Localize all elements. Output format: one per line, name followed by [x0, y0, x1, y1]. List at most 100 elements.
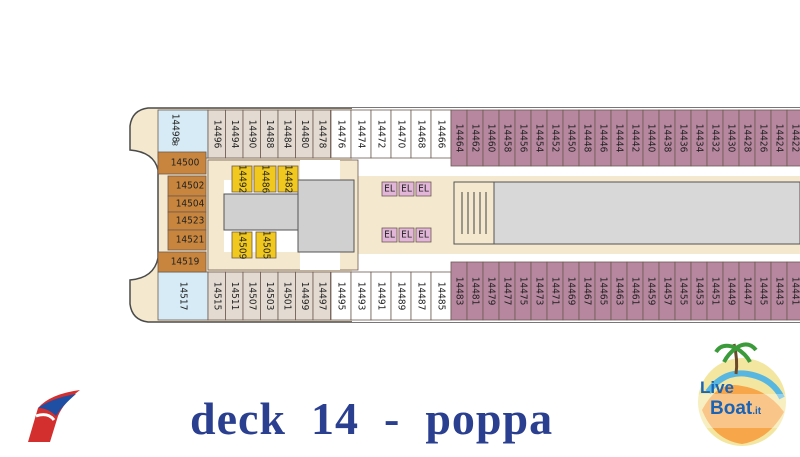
cabin-number: 14460	[486, 124, 497, 153]
cabin-number: 14422	[790, 124, 800, 153]
cabin-number: 14432	[710, 124, 721, 153]
cabin-number: 14489	[396, 282, 407, 311]
cabin-number: 14499	[299, 282, 310, 311]
cabin-number: 14495	[336, 282, 347, 311]
cabin-number: 14444	[614, 124, 625, 153]
elevator-label: EL	[401, 184, 412, 195]
liveboat-logo	[694, 342, 790, 446]
cabin-number: 14515	[211, 282, 222, 311]
elevator-bottom	[398, 227, 415, 243]
cabin-number: 14492	[237, 165, 248, 194]
cabin-number: 14462	[470, 124, 481, 153]
cabin-number: 14459	[646, 277, 657, 306]
liveboat-word-boat: Boat	[710, 398, 753, 419]
cabin-number: 14469	[566, 277, 577, 306]
cabin-number: 14443	[774, 277, 785, 306]
elevator-bottom	[415, 227, 432, 243]
cabin-number: 14457	[662, 277, 673, 306]
cabin-number: 14482	[283, 165, 294, 194]
elevator-bottom	[381, 227, 398, 243]
cabin-number: 14481	[470, 277, 481, 306]
cabin-number: 14468	[416, 120, 427, 149]
cabin-number: 14507	[246, 282, 257, 311]
cabin-number: 14505	[261, 231, 272, 260]
cabin-number: 14504	[176, 199, 205, 210]
cabin-number: 14430	[726, 124, 737, 153]
cabin-number: 14486	[260, 165, 271, 194]
cabin-number: 14463	[614, 277, 625, 306]
cabin-number: 14426	[758, 124, 769, 153]
cabin-number: 14523	[176, 216, 205, 227]
cabin-number: 14471	[550, 277, 561, 306]
suite-cabin	[157, 251, 207, 273]
cabin-number: 14447	[742, 277, 753, 306]
cabin-number: 14496	[211, 120, 222, 149]
suite-cabin	[167, 229, 207, 251]
elevator-top	[398, 181, 415, 197]
cabin-number: 14498	[170, 114, 181, 143]
cabin-number: 14453	[694, 277, 705, 306]
liveboat-wordmark: Live Boat.it	[700, 378, 761, 420]
elevator-top	[415, 181, 432, 197]
cabin-number: 14449	[726, 277, 737, 306]
balcony-bottom-cabin	[786, 261, 800, 321]
pool-extension	[297, 179, 355, 253]
cabin-number: 14466	[436, 120, 447, 149]
cabin-number: 14475	[518, 277, 529, 306]
cabin-number: 14503	[264, 282, 275, 311]
elevator-label: EL	[401, 230, 412, 241]
cabin-number: 14452	[550, 124, 561, 153]
cabin-number: 14448	[582, 124, 593, 153]
cabin-number: 14450	[566, 124, 577, 153]
cabin-number: 14502	[176, 181, 205, 192]
cabin-number: 14477	[502, 277, 513, 306]
interior-bottom-cabin	[312, 271, 331, 321]
cabin-number: 14478	[316, 120, 327, 149]
cabin-number: 14493	[356, 282, 367, 311]
cabin-number: 14458	[502, 124, 513, 153]
cabin-number: 14517	[178, 282, 189, 311]
cabin-number: 14488	[264, 120, 275, 149]
yellow-cabin-bottom	[231, 231, 253, 259]
cabin-number: 14470	[396, 120, 407, 149]
suite-cabin	[157, 151, 207, 175]
cabin-number: 14438	[662, 124, 673, 153]
cabin-number: 14483	[454, 277, 465, 306]
cabin-number: 14485	[436, 282, 447, 311]
cabin-number: 14474	[356, 120, 367, 149]
elevator-label: EL	[418, 230, 429, 241]
cabin-number: 14424	[774, 124, 785, 153]
cabin-number: 14497	[316, 282, 327, 311]
cabin-number: 14442	[630, 124, 641, 153]
cabin-number: 14445	[758, 277, 769, 306]
deck-title: deck 14 - poppa	[190, 393, 554, 444]
aft-corner-cabin-top	[157, 109, 209, 159]
cabin-number: 14490	[246, 120, 257, 149]
cabin-number: 14456	[518, 124, 529, 153]
cabin-number: 14451	[710, 277, 721, 306]
balcony-top-cabin	[786, 109, 800, 167]
interior-top-cabin	[312, 109, 331, 159]
yellow-cabin-bottom	[255, 231, 277, 259]
elevator-label: EL	[384, 184, 395, 195]
cabin-number: 14509	[237, 231, 248, 260]
yellow-cabin-top	[277, 165, 299, 193]
cabin-number: 14473	[534, 277, 545, 306]
cabin-number: 14494	[229, 120, 240, 149]
cabin-number: 14501	[281, 282, 292, 311]
cabin-number: 14472	[376, 120, 387, 149]
cabin-number: 14428	[742, 124, 753, 153]
cabin-number: 14436	[678, 124, 689, 153]
cabin-number: 14521	[176, 235, 205, 246]
yellow-cabin-top	[253, 165, 277, 193]
cabin-number: 14464	[454, 124, 465, 153]
cabin-number: 14465	[598, 277, 609, 306]
cabin-number: 14480	[299, 120, 310, 149]
cabin-number: 14467	[582, 277, 593, 306]
cabin-number: 14455	[678, 277, 689, 306]
elevator-label: EL	[384, 230, 395, 241]
cabin-number: 14479	[486, 277, 497, 306]
liveboat-suffix: .it	[752, 406, 762, 417]
cabin-number: 14519	[171, 257, 200, 268]
